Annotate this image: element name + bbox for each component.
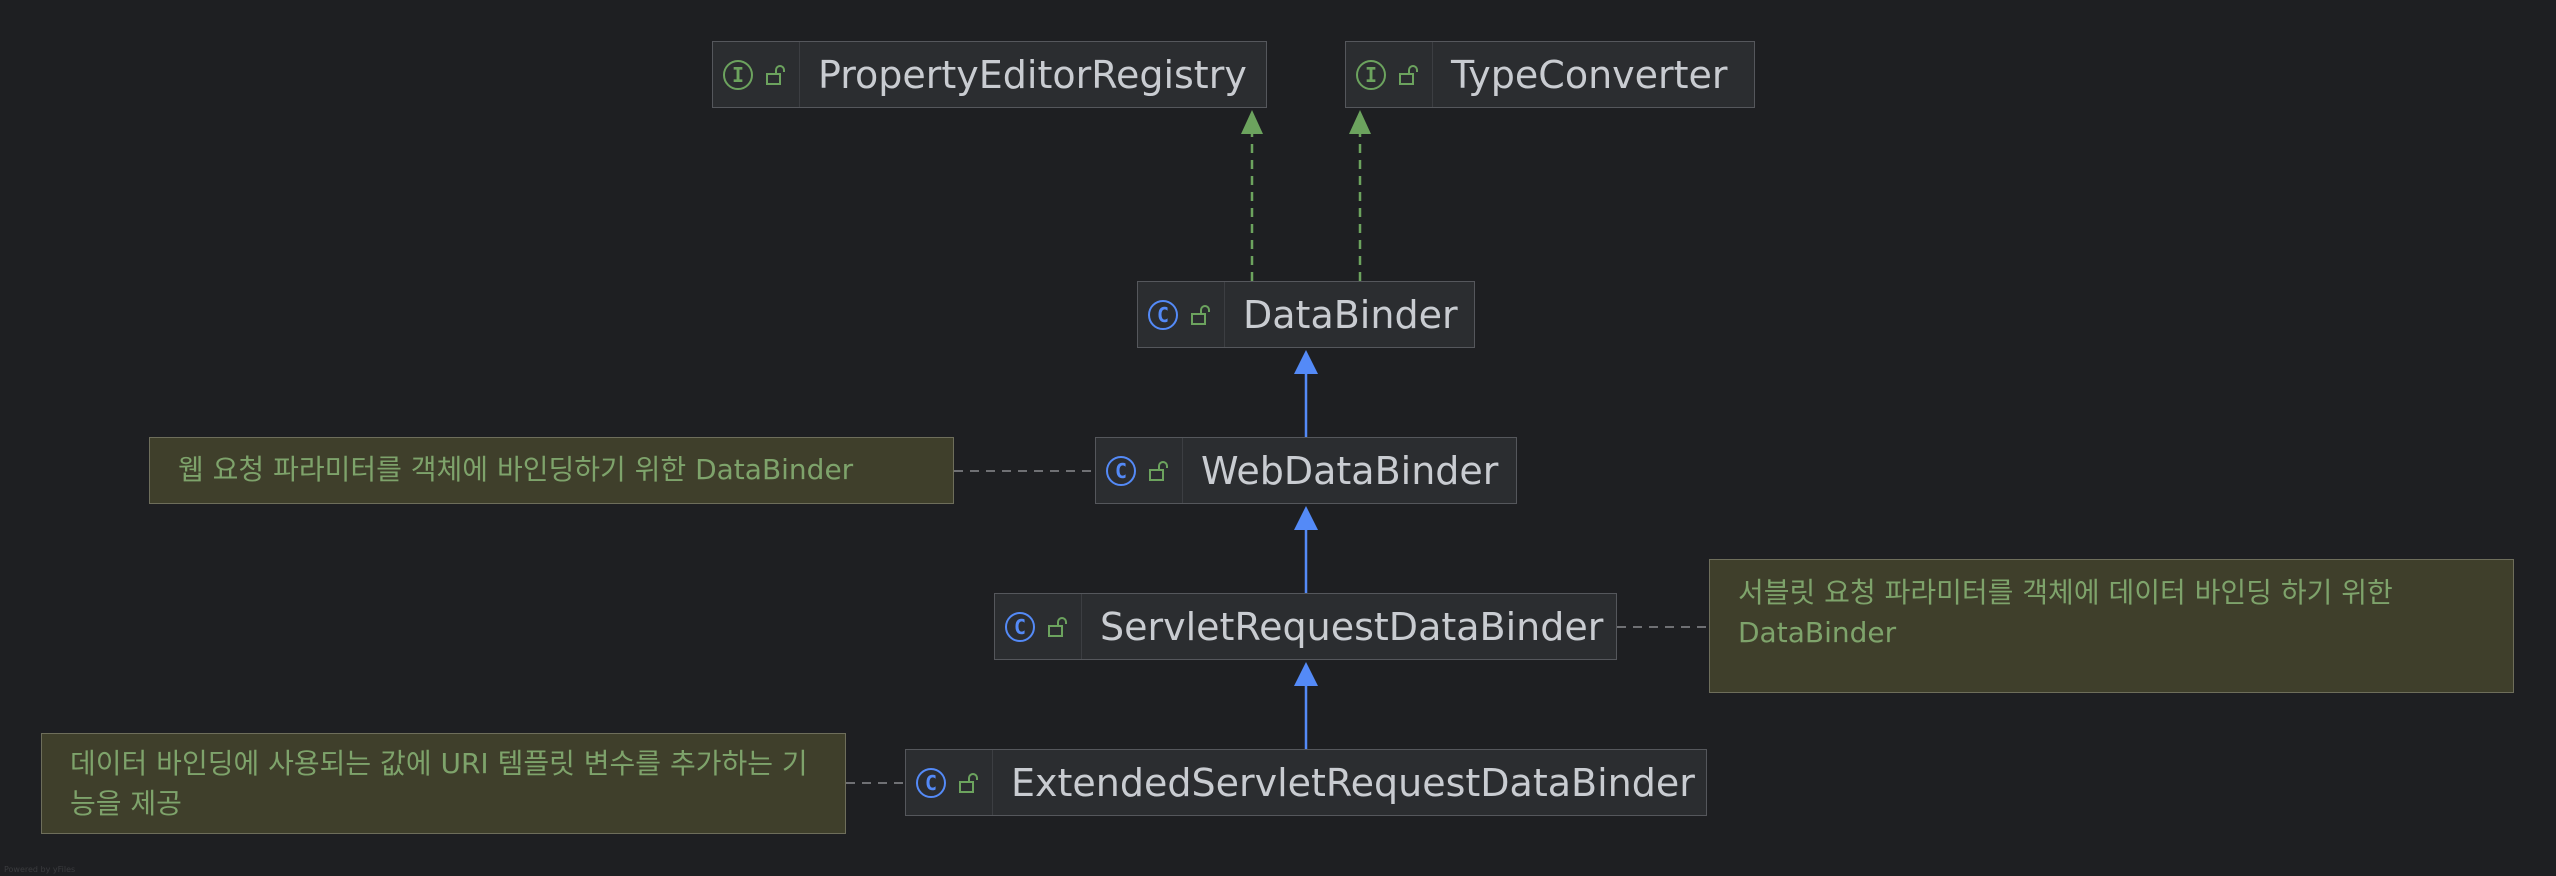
note-text: 웹 요청 파라미터를 객체에 바인딩하기 위한 DataBinder — [178, 453, 854, 486]
unlock-icon — [1048, 616, 1067, 637]
arrowhead-databinder — [1294, 350, 1318, 374]
unlock-icon — [1399, 64, 1418, 85]
note-servlet-request-data-binder[interactable]: 서블릿 요청 파라미터를 객체에 데이터 바인딩 하기 위한 DataBinde… — [1709, 559, 2514, 693]
note-text: 서블릿 요청 파라미터를 객체에 데이터 바인딩 하기 위한 DataBinde… — [1738, 576, 2393, 649]
node-label: ServletRequestDataBinder — [1100, 604, 1604, 649]
interface-icon: I — [723, 59, 753, 90]
note-web-data-binder[interactable]: 웹 요청 파라미터를 객체에 바인딩하기 위한 DataBinder — [149, 437, 954, 504]
node-label: TypeConverter — [1451, 52, 1728, 97]
interface-icon: I — [1356, 59, 1386, 90]
node-icons: C — [1096, 438, 1183, 503]
node-label: ExtendedServletRequestDataBinder — [1011, 760, 1695, 805]
arrowhead-webdatabinder — [1294, 506, 1318, 530]
arrowhead-typeconverter — [1349, 110, 1371, 134]
note-text: 데이터 바인딩에 사용되는 값에 URI 템플릿 변수를 추가하는 기능을 제공 — [70, 747, 808, 820]
node-extended-servlet-request-data-binder[interactable]: C ExtendedServletRequestDataBinder — [905, 749, 1707, 816]
unlock-icon — [766, 64, 785, 85]
footer-watermark: Powered by yFiles — [4, 865, 76, 874]
class-icon: C — [1005, 611, 1035, 642]
class-icon: C — [1148, 299, 1178, 330]
arrowhead-propertyeditorregistry — [1241, 110, 1263, 134]
unlock-icon — [1191, 304, 1210, 325]
class-icon: C — [1106, 455, 1136, 486]
node-servlet-request-data-binder[interactable]: C ServletRequestDataBinder — [994, 593, 1617, 660]
node-label: PropertyEditorRegistry — [818, 52, 1247, 97]
node-type-converter[interactable]: I TypeConverter — [1345, 41, 1755, 108]
unlock-icon — [959, 772, 978, 793]
node-property-editor-registry[interactable]: I PropertyEditorRegistry — [712, 41, 1267, 108]
node-label: WebDataBinder — [1201, 448, 1499, 493]
node-web-data-binder[interactable]: C WebDataBinder — [1095, 437, 1517, 504]
node-icons: I — [713, 42, 800, 107]
unlock-icon — [1149, 460, 1168, 481]
node-icons: I — [1346, 42, 1433, 107]
arrowhead-servletrequestdatabinder — [1294, 662, 1318, 686]
node-icons: C — [995, 594, 1082, 659]
class-icon: C — [916, 767, 946, 798]
node-data-binder[interactable]: C DataBinder — [1137, 281, 1475, 348]
note-extended-servlet-request-data-binder[interactable]: 데이터 바인딩에 사용되는 값에 URI 템플릿 변수를 추가하는 기능을 제공 — [41, 733, 846, 834]
node-icons: C — [906, 750, 993, 815]
node-label: DataBinder — [1243, 292, 1458, 337]
node-icons: C — [1138, 282, 1225, 347]
